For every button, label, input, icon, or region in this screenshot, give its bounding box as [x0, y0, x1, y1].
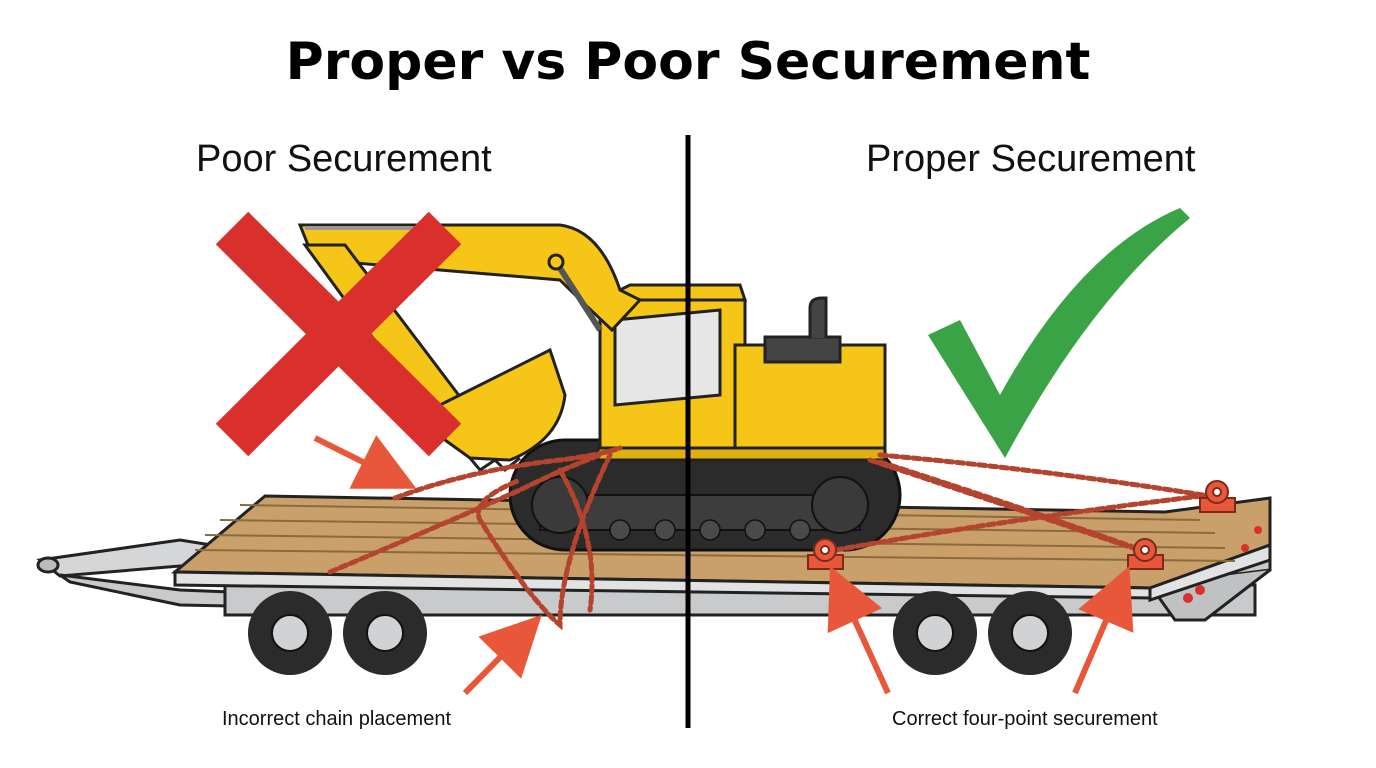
anchor-point — [807, 538, 844, 570]
pointer-arrows — [313, 435, 1134, 696]
check-icon — [928, 208, 1190, 458]
anchor-point — [1199, 480, 1236, 513]
anchor-points — [807, 480, 1236, 570]
poor-chains — [327, 445, 623, 631]
proper-chains — [822, 452, 1218, 556]
trailer-tongue — [36, 538, 232, 608]
anchor-point — [1127, 538, 1164, 570]
cross-icon — [215, 211, 462, 457]
proper-securement-caption: Correct four-point securement — [892, 708, 1158, 730]
arrow-right-right — [1072, 565, 1134, 695]
arrow-left-lower — [462, 614, 542, 696]
excavator — [297, 223, 887, 473]
page-title: Proper vs Poor Securement — [285, 32, 1091, 92]
poor-securement-heading: Poor Securement — [196, 138, 492, 180]
proper-securement-heading: Proper Securement — [866, 138, 1196, 180]
poor-securement-caption: Incorrect chain placement — [222, 708, 452, 730]
arrow-right-left — [827, 566, 891, 695]
trailer-wheels — [248, 591, 1072, 675]
arrow-left-upper — [313, 435, 417, 489]
excavator-tracks — [508, 438, 902, 552]
